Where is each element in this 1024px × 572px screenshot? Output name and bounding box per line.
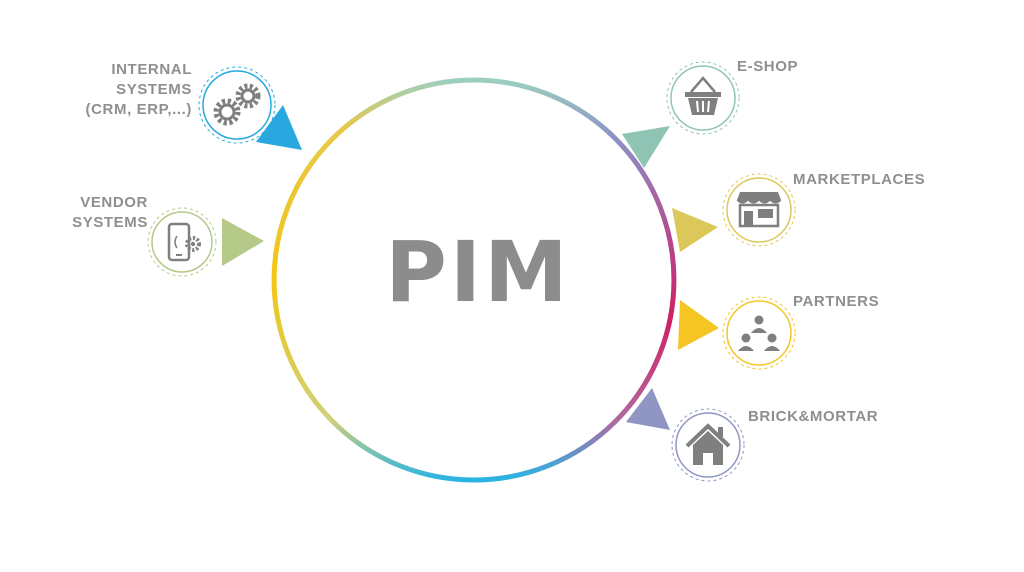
vendor-systems-label-line-1: VENDOR (80, 194, 148, 211)
e-shop-arrow (622, 126, 670, 168)
marketplaces-arrow (672, 208, 718, 252)
people-network-icon (738, 315, 780, 351)
internal-systems-label-line-1: INTERNAL (111, 61, 192, 78)
e-shop-label: E-SHOP (737, 58, 799, 75)
pim-label: PIM (385, 223, 571, 321)
storefront-icon (736, 192, 782, 228)
brick-mortar-arrow (626, 388, 670, 430)
shopping-basket-icon (685, 76, 721, 115)
vendor-systems-label-line-2: SYSTEMS (72, 214, 148, 231)
pim-ring (271, 77, 677, 483)
house-icon (685, 423, 731, 465)
brick-mortar-node (671, 408, 745, 482)
pim-ring-right-arc (473, 77, 677, 483)
mobile-settings-icon (167, 222, 201, 262)
partners-arrow (678, 300, 719, 350)
e-shop-node (666, 61, 740, 135)
marketplaces-node (722, 173, 796, 247)
brick-mortar-label: BRICK&MORTAR (748, 408, 879, 425)
internal-systems-label-line-3: (CRM, ERP,...) (85, 101, 192, 118)
partners-node (722, 296, 796, 370)
vendor-systems-arrow (222, 218, 264, 266)
internal-systems-label: INTERNAL SYSTEMS (CRM, ERP,...) (82, 60, 192, 120)
internal-systems-label-line-2: SYSTEMS (116, 81, 192, 98)
pim-ring-left-arc (271, 77, 475, 483)
vendor-systems-node (147, 207, 217, 277)
gears-icon (213, 83, 261, 126)
internal-systems-arrow (256, 105, 302, 150)
vendor-systems-label: VENDOR SYSTEMS (60, 193, 148, 233)
marketplaces-label: MARKETPLACES (793, 171, 926, 188)
partners-label: PARTNERS (793, 293, 880, 310)
internal-systems-node (198, 66, 276, 144)
